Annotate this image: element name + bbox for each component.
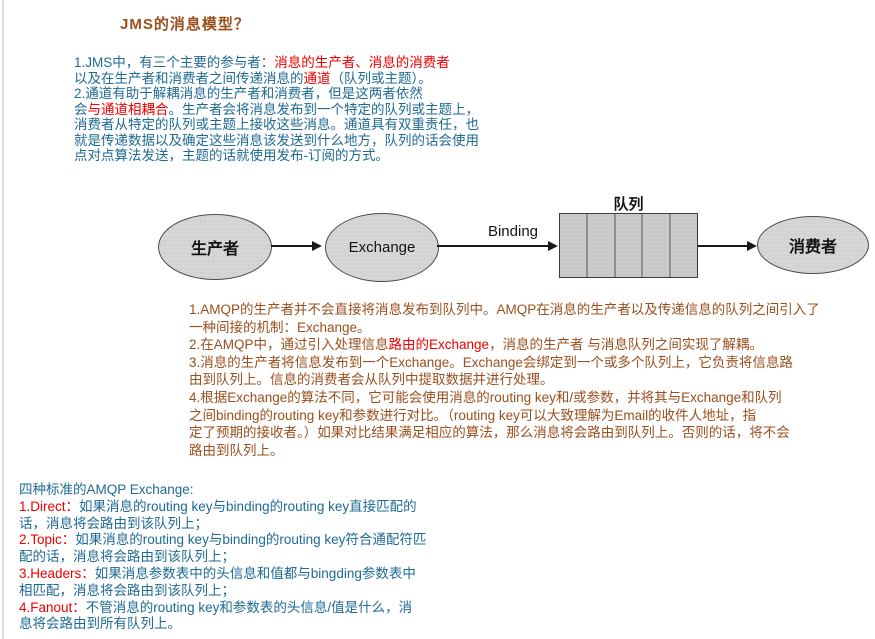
text-line: 会与通道相耦合。生产者会将消息发布到一个特定的队列或主题上，: [74, 102, 479, 118]
text-line: 息将会路由到所有队列上。: [19, 616, 426, 633]
body-text: 以及在生产者和消费者之间传递消息的: [74, 70, 304, 86]
text-line: 定了预期的接收者。）如果对比结果满足相应的算法，那么消息将会路由到队列上。否则的…: [189, 424, 820, 442]
binding-label: Binding: [487, 223, 539, 240]
body-text: 。生产者会将消息发布到一个特定的队列或主题上，: [168, 101, 480, 117]
highlighted-text: 3.Headers：: [19, 565, 95, 581]
text-line: 1.Direct：如果消息的routing key与binding的routin…: [19, 499, 426, 516]
text-line: 四种标准的AMQP Exchange:: [19, 482, 426, 499]
body-text: 路由到队列上。: [189, 442, 284, 458]
text-line: 消费者从特定的队列或主题上接收这些消息。通道具有双重责任，也: [74, 117, 479, 133]
producer-label: 生产者: [190, 241, 239, 258]
page-title: JMS的消息模型？: [120, 16, 250, 33]
body-text: 如果消息的routing key与binding的routing key直接匹配…: [79, 498, 417, 514]
body-text: 消费者从特定的队列或主题上接收这些消息。通道具有双重责任，也: [74, 117, 479, 132]
text-line: 配的话，消息将会路由到该队列上；: [19, 549, 426, 566]
amqp-flow-diagram: 生产者 Exchange Binding 队列 消费者: [0, 190, 875, 302]
text-line: 话，消息将会路由到该队列上；: [19, 516, 426, 533]
queue-cell: [613, 214, 642, 277]
body-text: 如果消息参数表中的头信息和值都与bingding参数表中: [94, 565, 416, 581]
text-line: 2.在AMQP中，通过引入处理信息路由的Exchange，消息的生产者 与消息队…: [189, 336, 820, 354]
body-text: 之间binding的routing key和参数进行对比。（routing ke…: [189, 407, 757, 423]
body-text: 会: [74, 101, 88, 117]
producer-node: 生产者: [158, 214, 272, 280]
body-text: 一种间接的机制：Exchange。: [189, 319, 371, 335]
highlighted-text: 4.Fanout：: [19, 599, 86, 615]
text-line: 3.Headers：如果消息参数表中的头信息和值都与bingding参数表中: [19, 566, 426, 583]
body-text: 不管消息的routing key和参数表的头信息/值是什么，消: [85, 599, 413, 615]
text-line: 一种间接的机制：Exchange。: [189, 319, 820, 337]
text-line: 2.Topic：如果消息的routing key与binding的routing…: [19, 532, 426, 549]
body-text: 2.在AMQP中，通过引入处理信息: [189, 337, 389, 353]
body-text: 由到队列上。信息的消费者会从队列中提取数据并进行处理。: [189, 372, 554, 388]
text-line: 点对点算法发送，主题的话就使用发布-订阅的方式。: [74, 148, 479, 164]
body-text: 2.通道有助于解耦消息的生产者和消费者，但是这两者依然: [74, 86, 423, 101]
body-text: 话，消息将会路由到该队列上；: [19, 515, 208, 531]
body-text: 定了预期的接收者。）如果对比结果满足相应的算法，那么消息将会路由到队列上。否则的…: [189, 425, 790, 441]
queue-to-consumer-arrow: [698, 245, 747, 247]
body-text: 3.消息的生产者将信息发布到一个Exchange。Exchange会绑定到一个或…: [189, 354, 793, 370]
highlighted-text: 通道: [303, 70, 331, 86]
text-line: 之间binding的routing key和参数进行对比。（routing ke…: [189, 407, 820, 425]
body-text: 4.根据Exchange的算法不同，它可能会使用消息的routing key和/…: [189, 389, 782, 405]
jms-intro-paragraph: 1.JMS中，有三个主要的参与者：消息的生产者、消息的消费者以及在生产者和消费者…: [74, 55, 479, 164]
queue-box: [559, 213, 698, 278]
exchange-types-paragraph: 四种标准的AMQP Exchange:1.Direct：如果消息的routing…: [19, 482, 426, 633]
consumer-node: 消费者: [757, 216, 869, 274]
exchange-to-queue-arrowhead-icon: [548, 241, 558, 251]
highlighted-text: 与通道相耦合: [87, 101, 169, 117]
highlighted-text: 路由的Exchange: [388, 337, 490, 353]
exchange-node: Exchange: [325, 213, 439, 282]
queue-cell: [560, 214, 586, 277]
text-line: 1.AMQP的生产者并不会直接将消息发布到队列中。AMQP在消息的生产者以及传递…: [189, 301, 820, 319]
page-left-border: [2, 0, 4, 639]
body-text: 点对点算法发送，主题的话就使用发布-订阅的方式。: [74, 148, 389, 163]
body-text: ，消息的生产者 与消息队列之间实现了解耦。: [489, 337, 763, 353]
producer-to-exchange-arrowhead-icon: [312, 241, 322, 251]
queue-cell: [585, 214, 614, 277]
amqp-notes-paragraph: 1.AMQP的生产者并不会直接将消息发布到队列中。AMQP在消息的生产者以及传递…: [189, 301, 820, 459]
body-text: 1.AMQP的生产者并不会直接将消息发布到队列中。AMQP在消息的生产者以及传递…: [189, 302, 820, 317]
text-line: 相匹配，消息将会路由到该队列上；: [19, 583, 426, 600]
body-text: 息将会路由到所有队列上。: [19, 616, 181, 632]
body-text: 就是传递数据以及确定这些消息该发送到什么地方，队列的话会使用: [74, 132, 479, 148]
text-line: 4.根据Exchange的算法不同，它可能会使用消息的routing key和/…: [189, 389, 820, 407]
queue-label: 队列: [613, 196, 644, 213]
text-line: 4.Fanout：不管消息的routing key和参数表的头信息/值是什么，消: [19, 600, 426, 617]
queue-cell: [641, 214, 670, 277]
highlighted-text: 1.Direct：: [19, 498, 80, 514]
exchange-label: Exchange: [348, 239, 416, 256]
body-text: 1.JMS中，有三个主要的参与者：: [74, 55, 275, 70]
exchange-to-queue-arrow: [437, 245, 548, 247]
body-text: 配的话，消息将会路由到该队列上；: [19, 549, 235, 565]
text-line: 2.通道有助于解耦消息的生产者和消费者，但是这两者依然: [74, 86, 479, 102]
body-text: 四种标准的AMQP Exchange:: [19, 482, 194, 497]
highlighted-text: 2.Topic：: [19, 532, 76, 548]
body-text: 如果消息的routing key与binding的routing key符合通配…: [75, 532, 427, 548]
queue-to-consumer-arrowhead-icon: [747, 241, 757, 251]
queue-cell: [669, 214, 697, 277]
consumer-label: 消费者: [788, 239, 837, 256]
text-line: 由到队列上。信息的消费者会从队列中提取数据并进行处理。: [189, 371, 820, 389]
body-text: 相匹配，消息将会路由到该队列上；: [19, 582, 235, 598]
producer-to-exchange-arrow: [271, 245, 312, 247]
text-line: 路由到队列上。: [189, 442, 820, 460]
text-line: 3.消息的生产者将信息发布到一个Exchange。Exchange会绑定到一个或…: [189, 354, 820, 372]
body-text: （队列或主题）。: [330, 70, 432, 86]
highlighted-text: 消息的生产者、消息的消费者: [274, 55, 450, 70]
text-line: 就是传递数据以及确定这些消息该发送到什么地方，队列的话会使用: [74, 133, 479, 149]
text-line: 1.JMS中，有三个主要的参与者：消息的生产者、消息的消费者: [74, 55, 479, 71]
text-line: 以及在生产者和消费者之间传递消息的通道（队列或主题）。: [74, 71, 479, 87]
